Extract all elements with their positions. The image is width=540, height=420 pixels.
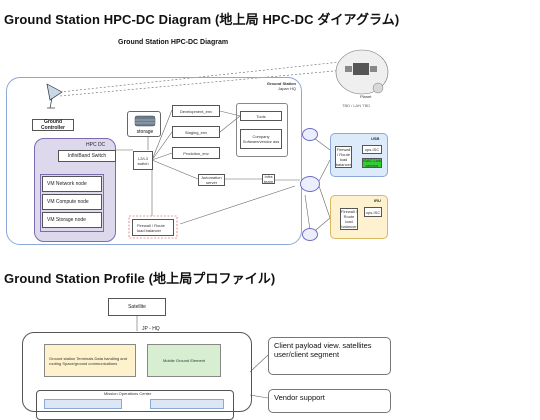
planet-label: Planet xyxy=(360,94,372,99)
satellite-box: Satellite xyxy=(108,298,166,316)
usb-ops-node: ops-ISC xyxy=(362,145,382,154)
development-env: Development_env xyxy=(172,105,220,117)
firewall-load-balancer: Firewall / Route load balancer xyxy=(132,219,174,236)
satellite-planet-illustration xyxy=(335,49,389,95)
storage-icon xyxy=(134,115,156,127)
client-payload-note: Client payload view. satellites user/cli… xyxy=(268,337,391,375)
moc-inner-left xyxy=(44,399,122,409)
iru-firewall: Firewall / Route load balancer xyxy=(340,208,358,230)
usb-site xyxy=(330,133,388,177)
satellite-note: TBD / LAN TBD xyxy=(342,103,371,108)
infiniband-switch: InfiniBand Switch xyxy=(58,150,116,162)
infra-team: Infra team xyxy=(262,174,275,184)
iru-label: IRU xyxy=(374,198,381,203)
usb-firewall: Firewall / Route load balancer xyxy=(335,146,352,168)
vm-compute-node: VM Compute node xyxy=(42,194,102,210)
ground-controller: Ground Controller xyxy=(32,119,74,131)
vendor-support-note: Vendor support xyxy=(268,389,391,413)
tools-box: Tools xyxy=(240,111,282,121)
production-env: Prodction_env xyxy=(172,147,220,159)
cloud-node-3 xyxy=(302,228,318,241)
vm-nodes-group xyxy=(40,174,104,232)
l2l3-switch: L2/L3 switch xyxy=(133,151,153,170)
iru-site xyxy=(330,195,388,239)
storage-node: storage xyxy=(127,111,161,137)
jp-hq-label: JP - HQ xyxy=(142,326,160,332)
profile-connectors xyxy=(136,316,269,399)
diagram-inner-title: Ground Station HPC-DC Diagram xyxy=(118,39,229,46)
antenna-dish-icon xyxy=(46,83,63,109)
section-title-profile: Ground Station Profile (地上局プロファイル) xyxy=(4,271,276,286)
hpc-dc-label: HPC DC xyxy=(86,142,106,148)
automation-server: Automation server xyxy=(198,174,225,186)
vm-network-node: VM Network node xyxy=(42,176,102,192)
cloud-node-2 xyxy=(300,176,320,192)
mobile-ground-element: Mobile Ground Element xyxy=(147,344,221,377)
iru-ops-node: ops-ISC xyxy=(364,207,382,217)
usb-link-service: ISAC Link service xyxy=(362,158,382,168)
vm-storage-node: VM Storage node xyxy=(42,212,102,228)
section-title-hpc-dc: Ground Station HPC-DC Diagram (地上局 HPC-D… xyxy=(4,12,400,27)
ground-station-terminals: Ground station Terminals Data handling a… xyxy=(44,344,136,377)
cloud-node-1 xyxy=(302,128,318,141)
tools-group xyxy=(236,103,288,157)
link-switch-dev xyxy=(151,109,173,161)
ground-station-label: Ground Station Japan HQ xyxy=(266,81,296,91)
staging-env: Staging_env xyxy=(172,126,220,138)
company-software-box: Company Software/vendor ass xyxy=(240,129,282,149)
moc-label: Mission Operations Center xyxy=(104,391,152,396)
satellite-icon xyxy=(353,63,369,75)
usb-label: USB xyxy=(371,136,380,141)
ground-station-container xyxy=(6,77,302,245)
storage-label: storage xyxy=(136,129,154,135)
moc-inner-right xyxy=(150,399,224,409)
